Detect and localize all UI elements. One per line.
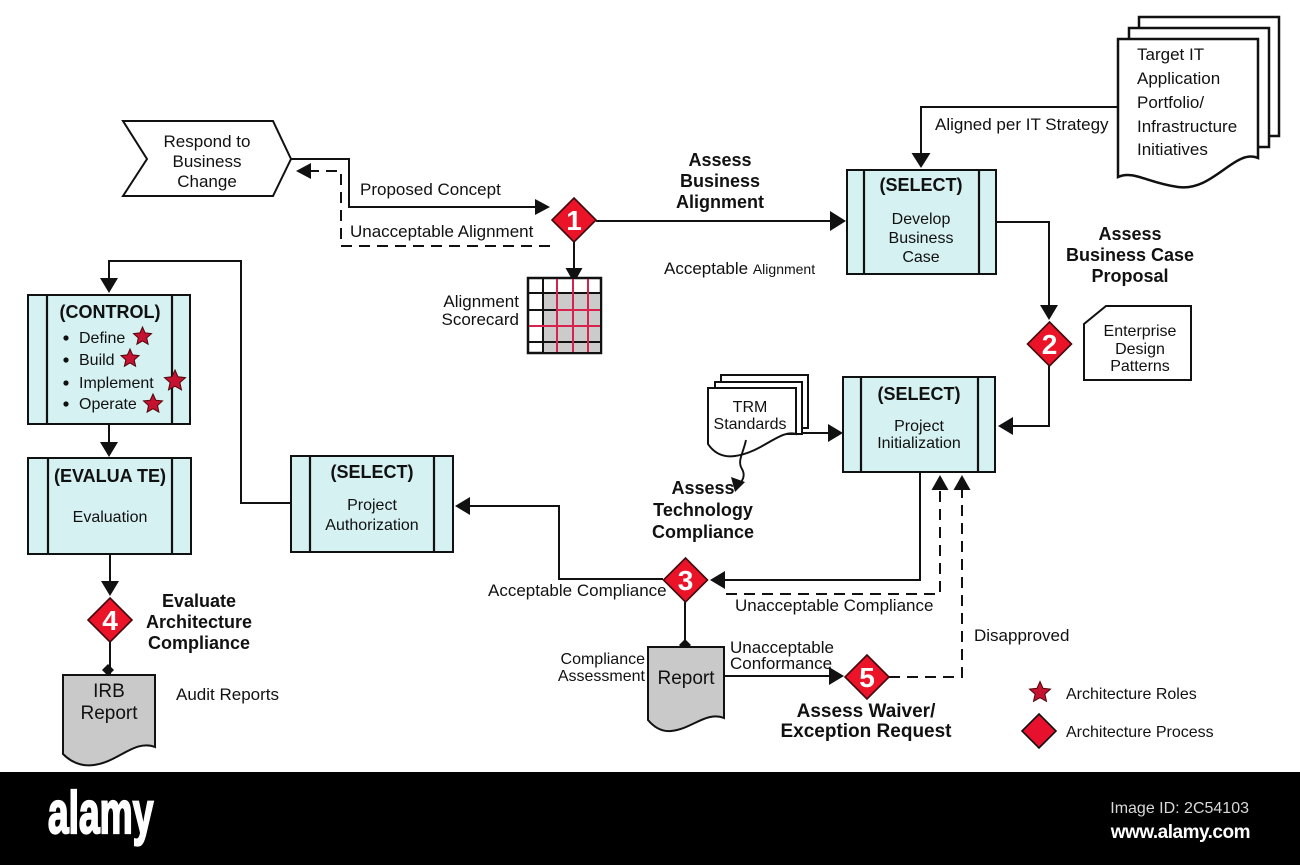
svg-text:Alignment: Alignment [676, 192, 764, 212]
svg-text:Unacceptable: Unacceptable [730, 638, 834, 657]
svg-text:Assess: Assess [688, 150, 751, 170]
svg-text:4: 4 [102, 605, 118, 636]
svg-text:Report: Report [80, 703, 138, 724]
svg-text:Develop: Develop [892, 211, 951, 228]
svg-text:Technology: Technology [653, 500, 753, 520]
svg-text:Business: Business [173, 152, 242, 171]
svg-text:Conformance: Conformance [730, 654, 832, 673]
svg-text:Aligned per IT Strategy: Aligned per IT Strategy [935, 115, 1109, 134]
svg-text:Audit Reports: Audit Reports [176, 685, 279, 704]
svg-text:Report: Report [657, 668, 715, 689]
svg-text:Exception Request: Exception Request [780, 721, 952, 742]
svg-text:Change: Change [177, 172, 237, 191]
svg-text:Initiatives: Initiatives [1137, 140, 1208, 159]
svg-text:Disapproved: Disapproved [974, 626, 1069, 645]
svg-text:Enterprise: Enterprise [1104, 323, 1177, 340]
svg-text:IRB: IRB [93, 681, 125, 702]
svg-text:Architecture Process: Architecture Process [1066, 724, 1214, 741]
svg-text:(SELECT): (SELECT) [878, 384, 961, 404]
svg-text:Business: Business [889, 230, 954, 247]
svg-text:(SELECT): (SELECT) [331, 462, 414, 482]
svg-text:5: 5 [859, 662, 875, 693]
svg-text:Respond to: Respond to [164, 132, 251, 151]
svg-text:(SELECT): (SELECT) [880, 175, 963, 195]
svg-text:Standards: Standards [714, 416, 787, 433]
svg-text:Assess Waiver/: Assess Waiver/ [797, 701, 936, 722]
svg-text:Scorecard: Scorecard [442, 310, 519, 329]
svg-text:Operate: Operate [79, 396, 137, 413]
svg-text:Project: Project [347, 497, 397, 514]
svg-text:alamy: alamy [48, 780, 154, 846]
svg-text:Project: Project [894, 418, 944, 435]
svg-text:Alignment: Alignment [443, 292, 519, 311]
svg-text:Infrastructure: Infrastructure [1137, 117, 1237, 136]
svg-text:Build: Build [79, 352, 115, 369]
svg-text:Assessment: Assessment [558, 668, 646, 685]
svg-text:Authorization: Authorization [325, 517, 418, 534]
svg-text:3: 3 [678, 565, 694, 596]
svg-text:Assess: Assess [671, 478, 734, 498]
svg-text:Initialization: Initialization [877, 435, 961, 452]
svg-text:1: 1 [566, 205, 582, 236]
svg-text:Evaluation: Evaluation [73, 509, 148, 526]
svg-text:Assess: Assess [1098, 224, 1161, 244]
svg-text:Acceptable Compliance: Acceptable Compliance [488, 581, 667, 600]
svg-text:Proposal: Proposal [1091, 266, 1168, 286]
svg-text:Implement: Implement [79, 375, 154, 392]
svg-text:Business: Business [680, 171, 760, 191]
svg-text:www.alamy.com: www.alamy.com [1110, 822, 1250, 843]
svg-text:2: 2 [1042, 329, 1058, 360]
svg-text:Compliance: Compliance [148, 633, 250, 653]
svg-text:TRM: TRM [733, 399, 768, 416]
svg-text:Architecture Roles: Architecture Roles [1066, 686, 1197, 703]
svg-text:Business Case: Business Case [1066, 245, 1194, 265]
svg-text:Architecture: Architecture [146, 612, 252, 632]
svg-text:Proposed Concept: Proposed Concept [360, 180, 501, 199]
svg-text:Case: Case [902, 249, 939, 266]
svg-text:Target IT: Target IT [1137, 45, 1204, 64]
svg-text:Define: Define [79, 330, 125, 347]
svg-text:(CONTROL): (CONTROL) [60, 302, 161, 322]
svg-text:(EVALUA TE): (EVALUA TE) [54, 466, 166, 486]
svg-text:Compliance: Compliance [561, 651, 646, 668]
svg-text:Application: Application [1137, 69, 1220, 88]
svg-text:Patterns: Patterns [1110, 358, 1170, 375]
svg-text:Design: Design [1115, 341, 1165, 358]
svg-text:Compliance: Compliance [652, 522, 754, 542]
svg-text:Acceptable Alignment: Acceptable Alignment [664, 259, 815, 278]
svg-text:Portfolio/: Portfolio/ [1137, 93, 1204, 112]
svg-text:Unacceptable Alignment: Unacceptable Alignment [350, 222, 534, 241]
svg-text:Image ID: 2C54103: Image ID: 2C54103 [1110, 800, 1249, 817]
svg-text:Unacceptable Compliance: Unacceptable Compliance [735, 596, 933, 615]
svg-text:Evaluate: Evaluate [162, 591, 236, 611]
